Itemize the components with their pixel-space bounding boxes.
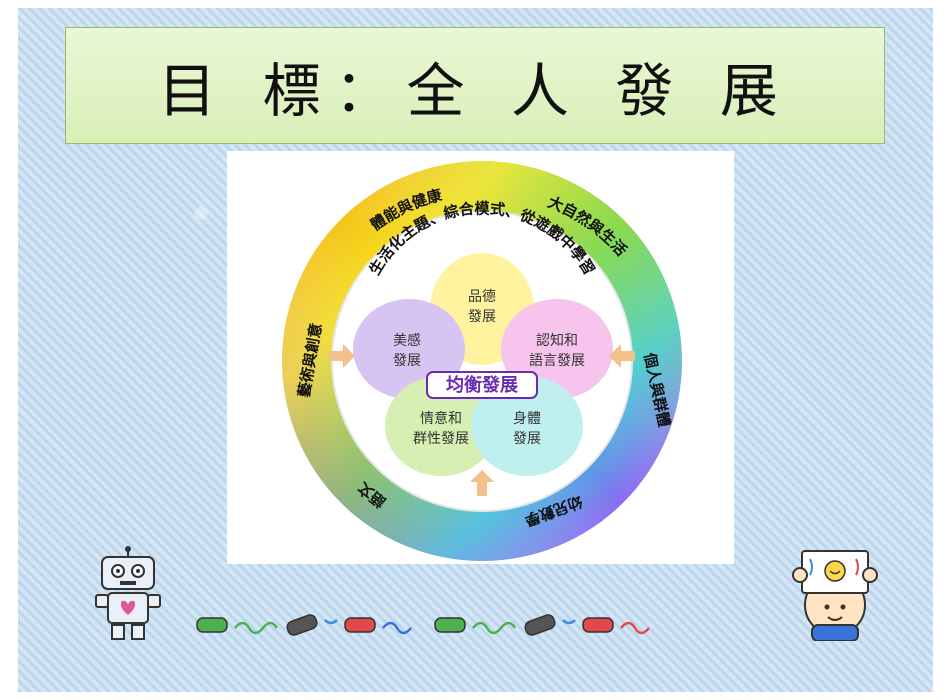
robot-icon xyxy=(95,546,161,640)
development-diagram: 品德 發展 美感 發展 認知和 語言發展 情意和 群性發展 身體 發展 均衡發展… xyxy=(282,161,682,561)
development-diagram-panel: 品德 發展 美感 發展 認知和 語言發展 情意和 群性發展 身體 發展 均衡發展… xyxy=(227,151,734,564)
petal-morality-line1: 品德 xyxy=(468,289,496,305)
arrow-bottom-icon xyxy=(470,470,494,496)
child-drawing-icon xyxy=(792,550,878,641)
arrow-right-icon xyxy=(609,344,635,368)
petal-cognitive-line1: 認知和 xyxy=(536,332,578,349)
arrow-left-icon xyxy=(329,344,355,368)
petal-aesthetic-line1: 美感 xyxy=(393,332,421,349)
crayon-red-icon-2 xyxy=(582,617,614,633)
crayon-green-icon-2 xyxy=(434,617,466,633)
page-title: 目 標：全 人 發 展 xyxy=(158,56,792,125)
crayon-green-icon xyxy=(196,617,228,633)
center-label: 均衡發展 xyxy=(446,374,519,396)
title-box: 目 標：全 人 發 展 xyxy=(65,27,885,144)
petal-physical xyxy=(471,376,583,476)
petal-affective xyxy=(385,376,497,476)
petal-morality-line2: 發展 xyxy=(468,309,496,325)
petal-cognitive-line2: 語言發展 xyxy=(529,353,585,369)
petal-affective-line2: 群性發展 xyxy=(413,431,469,447)
crayon-red-icon xyxy=(344,617,376,633)
petal-affective-line1: 情意和 xyxy=(420,410,462,427)
petal-physical-line1: 身體 xyxy=(513,411,541,427)
petal-physical-line2: 發展 xyxy=(513,431,541,447)
petal-aesthetic-line2: 發展 xyxy=(393,353,421,369)
crayon-black-icon xyxy=(286,614,318,636)
crayon-black-icon-2 xyxy=(524,614,556,636)
crayon-squiggle-border xyxy=(196,614,650,636)
